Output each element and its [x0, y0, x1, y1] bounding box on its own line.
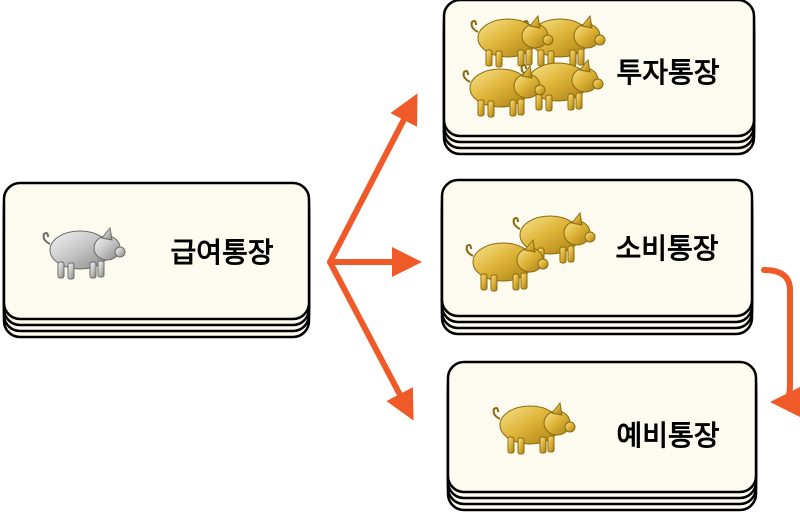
salary-account-card: 급여통장 [2, 181, 311, 339]
reserve-account-label: 예비통장 [616, 419, 719, 452]
reserve-account-card: 예비통장 [446, 360, 758, 512]
spending-account-card: 소비통장 [440, 178, 754, 336]
flow-arrows [327, 93, 800, 421]
investment-account-label: 투자통장 [616, 56, 719, 89]
spending-account-label: 소비통장 [615, 232, 718, 265]
arrow-to-reserve [327, 259, 414, 421]
arrow-spending-to-reserve [761, 267, 800, 417]
arrow-to-investment [327, 93, 418, 265]
investment-account-card: 투자통장 [442, 0, 756, 156]
salary-account-label: 급여통장 [170, 236, 273, 269]
